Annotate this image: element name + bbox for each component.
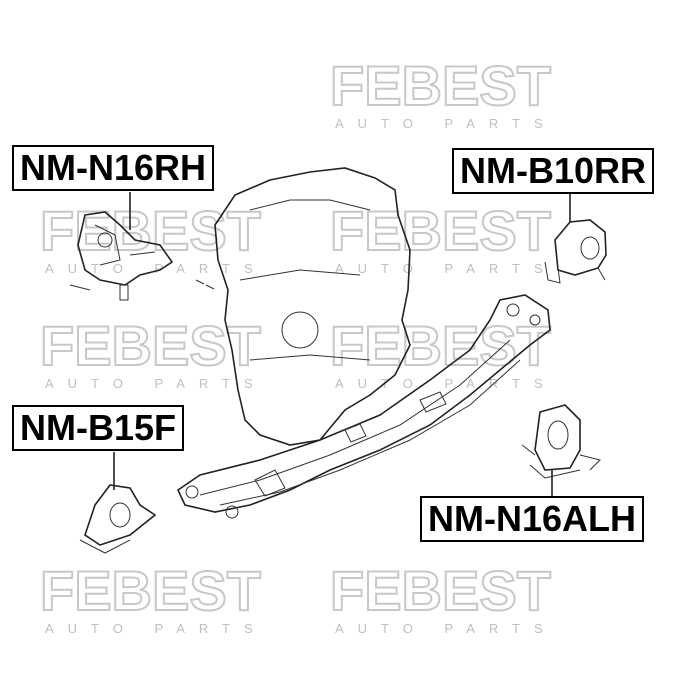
mount-nm-n16rh-drawing bbox=[69, 192, 174, 301]
watermark-sub: AUTO PARTS bbox=[335, 116, 557, 131]
engine-outline bbox=[195, 167, 411, 446]
watermark-sub: AUTO PARTS bbox=[335, 621, 557, 636]
watermark-sub: AUTO PARTS bbox=[45, 376, 267, 391]
mount-nm-b10rr-drawing bbox=[544, 194, 607, 284]
subframe bbox=[176, 294, 551, 519]
watermark-sub: AUTO PARTS bbox=[45, 261, 267, 276]
mount-nm-n16alh-drawing bbox=[521, 404, 601, 496]
watermark-text: FEBEST bbox=[330, 559, 551, 622]
mount-nm-b15f-drawing bbox=[79, 452, 157, 554]
watermark-sub: AUTO PARTS bbox=[335, 261, 557, 276]
watermark-sub: AUTO PARTS bbox=[335, 376, 557, 391]
watermark-text: FEBEST bbox=[330, 314, 551, 377]
watermark: FEBEST AUTO PARTS FEBEST AUTO PARTS FEBE… bbox=[39, 53, 557, 636]
watermark-text: FEBEST bbox=[40, 314, 261, 377]
watermark-text: FEBEST bbox=[330, 54, 551, 117]
part-label-nm-b10rr: NM-B10RR bbox=[452, 148, 655, 194]
part-label-nm-n16rh: NM-N16RH bbox=[12, 145, 215, 191]
watermark-sub: AUTO PARTS bbox=[45, 621, 267, 636]
watermark-text: FEBEST bbox=[40, 559, 261, 622]
part-label-nm-n16alh: NM-N16ALH bbox=[420, 496, 645, 542]
part-label-nm-b15f: NM-B15F bbox=[12, 405, 185, 451]
